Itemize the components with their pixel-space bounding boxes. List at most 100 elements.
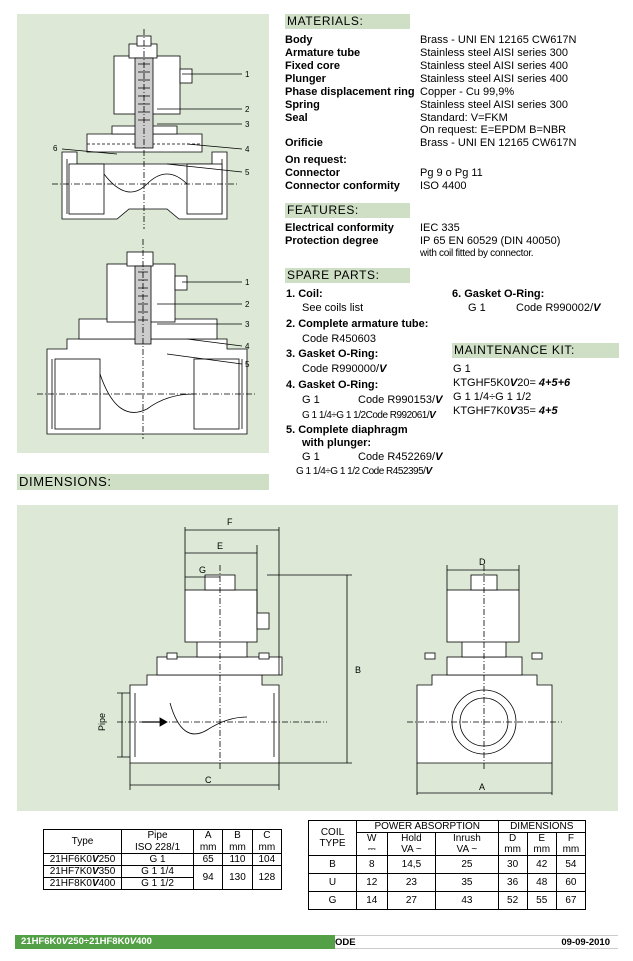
- callout-3: 3: [245, 120, 250, 129]
- c-unit: mm: [251, 841, 283, 854]
- dim-G-label: G: [199, 565, 206, 575]
- spare-part-5-title2: with plunger:: [302, 437, 372, 449]
- callout-b1: 1: [245, 278, 250, 287]
- material-value: Stainless steel AISI series 400: [420, 60, 568, 72]
- pipe-header: Pipe: [121, 829, 194, 842]
- material-value: Copper - Cu 99,9%: [420, 86, 515, 98]
- a-unit: mm: [192, 841, 224, 854]
- material-key: Fixed core: [285, 60, 341, 72]
- b-unit: mm: [222, 841, 253, 854]
- feature-key: Electrical conformity: [285, 222, 394, 234]
- table-row: B 8 14,5 25 30 42 54: [308, 855, 587, 874]
- material-key: Connector conformity: [285, 180, 400, 192]
- dim-C-label: C: [205, 775, 212, 785]
- b-header: B: [222, 829, 253, 842]
- dim-D-label: D: [479, 557, 486, 567]
- dim-A-label: A: [479, 782, 485, 792]
- callout-6: 6: [53, 144, 58, 153]
- material-row: On request: E=EPDM B=NBR: [285, 124, 625, 136]
- table-row: 21HF8K0V400 G 1 1/2: [43, 877, 282, 890]
- dim-pipe-label: Pipe: [97, 713, 107, 731]
- maintenance-line-2: KTGHF5K0V20= 4+5+6: [453, 377, 571, 389]
- material-value: Brass - UNI EN 12165 CW617N: [420, 34, 577, 46]
- material-row: Phase displacement ring Copper - Cu 99,9%: [285, 86, 625, 98]
- a-header: A: [192, 829, 224, 842]
- material-row: Armature tube Stainless steel AISI series…: [285, 47, 625, 59]
- material-key: Body: [285, 34, 313, 46]
- table-row: 21HF7K0V350 G 1 1/4 94 130 128: [43, 865, 283, 890]
- pipe-header-2: ISO 228/1: [121, 841, 194, 854]
- material-value: Pg 9 o Pg 11: [420, 167, 483, 179]
- material-key: Phase displacement ring: [285, 86, 415, 98]
- maintenance-line-4: KTGHF7K0V35= 4+5: [453, 405, 558, 417]
- maintenance-kit-heading: MAINTENANCE KIT:: [452, 343, 619, 358]
- spare-part-4-line-a: G 1: [302, 394, 320, 406]
- table-row: G 14 27 43 52 55 67: [308, 891, 587, 910]
- spare-part-4: 4. Gasket O-Ring:: [286, 379, 379, 391]
- dim-B-label: B: [355, 665, 361, 675]
- spare-part-4-line-b: G 1 1/4÷G 1 1/2Code R992061/V: [302, 410, 436, 421]
- callout-2: 2: [245, 105, 250, 114]
- material-value: Stainless steel AISI series 300: [420, 47, 568, 59]
- material-row: Body Brass - UNI EN 12165 CW617N: [285, 34, 625, 46]
- spare-part-4-code-a: Code R990153/V: [358, 394, 443, 406]
- material-row: Fixed core Stainless steel AISI series 40…: [285, 60, 625, 72]
- callout-5: 5: [245, 168, 250, 177]
- material-value: Standard: V=FKM: [420, 112, 508, 124]
- power-absorption-header: POWER ABSORPTION: [356, 820, 499, 833]
- material-key: Orificie: [285, 137, 323, 149]
- material-row: Spring Stainless steel AISI series 300: [285, 99, 625, 111]
- spare-part-3: 3. Gasket O-Ring:: [286, 348, 379, 360]
- dim-E-label: E: [217, 541, 223, 551]
- table-row: U 12 23 35 36 48 60: [308, 873, 587, 892]
- callout-b2: 2: [245, 300, 250, 309]
- w-header: W⎓: [356, 832, 388, 856]
- type-dimensions-table: Type Pipe A B C ISO 228/1 mm mm mm 21HF6…: [43, 829, 283, 890]
- material-row: Connector conformity ISO 4400: [285, 180, 625, 192]
- spare-part-5-line-b: G 1 1/4÷G 1 1/2 Code R452395/V: [296, 466, 432, 477]
- material-key: Spring: [285, 99, 320, 111]
- type-header: Type: [43, 829, 122, 854]
- dimensions-drawing: F E G B C D A Pipe: [97, 517, 562, 795]
- spare-part-6-code: Code R990002/V: [516, 302, 601, 314]
- features-note-row: with coil fitted by connector.: [285, 248, 625, 260]
- valve-cross-section-drawings: 1 2 3 4 5 6 1 2 3 4 5: [37, 29, 257, 439]
- material-row: Orificie Brass - UNI EN 12165 CW617N: [285, 137, 625, 149]
- material-value: Brass - UNI EN 12165 CW617N: [420, 137, 577, 149]
- material-key: On request:: [285, 154, 347, 166]
- table-row: 21HF6K0V250 G 1 65 110 104: [43, 853, 283, 866]
- feature-row: Electrical conformity IEC 335: [285, 222, 625, 234]
- callout-b5: 5: [245, 360, 250, 369]
- callout-b3: 3: [245, 320, 250, 329]
- callout-b4: 4: [245, 342, 250, 351]
- material-key: Plunger: [285, 73, 326, 85]
- feature-value: IEC 335: [420, 222, 460, 234]
- feature-key: Protection degree: [285, 235, 379, 247]
- material-row: On request:: [285, 154, 625, 166]
- dimensions-heading: DIMENSIONS:: [17, 474, 269, 490]
- spare-parts-heading: SPARE PARTS:: [285, 268, 410, 283]
- spare-part-2-line: Code R450603: [302, 333, 377, 345]
- maintenance-line-1: G 1: [453, 363, 471, 375]
- material-value: ISO 4400: [420, 180, 467, 192]
- material-value: Stainless steel AISI series 300: [420, 99, 568, 111]
- spare-part-1-line: See coils list: [302, 302, 364, 314]
- footer-model-range: 21HF6K0V250÷21HF8K0V400: [15, 935, 335, 949]
- callout-4: 4: [245, 145, 250, 154]
- material-key: Seal: [285, 112, 308, 124]
- c-header: C: [251, 829, 283, 842]
- dimensions-header: DIMENSIONS: [497, 820, 586, 833]
- spare-part-5: 5. Complete diaphragm: [286, 424, 408, 436]
- dim-F-label: F: [227, 517, 233, 527]
- material-key: Armature tube: [285, 47, 361, 59]
- materials-heading: MATERIALS:: [285, 14, 410, 29]
- footer-brand: ODE: [335, 937, 356, 948]
